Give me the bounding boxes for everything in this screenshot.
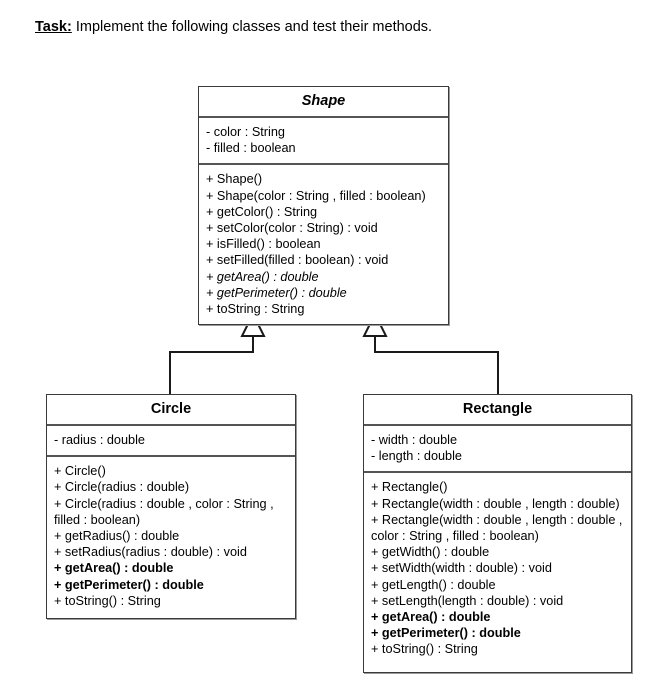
attribute-row: - color : String [206,125,285,139]
method-row: + setFilled(filled : boolean) : void [206,253,389,268]
task-label: Task: [35,19,72,35]
method-row: + setRadius(radius : double) : void [54,545,247,560]
method-row: + setWidth(width : double) : void [371,561,552,576]
class-title-circle: Circle [47,395,295,426]
method-row: + getPerimeter() : double [371,626,521,641]
method-row: + Rectangle(width : double , length : do… [371,512,623,544]
method-row: + getColor() : String [206,204,318,219]
method-row: + getPerimeter() : double [206,285,347,300]
method-row: + getLength() : double [371,577,496,592]
method-row: + toString : String [206,302,305,317]
class-title-shape: Shape [199,87,448,118]
method-row: + getArea() : double [54,561,174,576]
method-row: + Shape() [206,172,263,187]
method-row: + getWidth() : double [371,545,490,560]
uml-class-shape[interactable]: Shape - color : String - filled : boolea… [198,86,449,326]
method-row: + Rectangle(width : double , length : do… [371,496,620,511]
method-row: + getArea() : double [371,610,491,625]
class-methods-rectangle: + Rectangle() + Rectangle(width : double… [364,473,631,672]
method-row: + getPerimeter() : double [54,577,204,592]
generalization-line-circle [169,336,254,394]
attribute-row: - filled : boolean [206,141,296,156]
method-row: + Circle() [54,464,106,479]
class-attributes-circle: - radius : double [47,426,295,458]
class-attributes-shape: - color : String - filled : boolean [199,118,448,166]
method-row: + setLength(length : double) : void [371,593,564,608]
task-description: Implement the following classes and test… [71,19,433,35]
uml-class-circle[interactable]: Circle - radius : double + Circle() + Ci… [46,394,296,620]
method-row: + Circle(radius : double , color : Strin… [54,496,274,527]
method-row: + toString() : String [54,593,161,608]
method-row: + Circle(radius : double) [54,480,190,495]
method-row: + getArea() : double [206,269,319,284]
generalization-line-rectangle [374,336,499,394]
method-row: + toString() : String [371,642,478,657]
attribute-row: - radius : double [54,433,145,447]
method-row: + getRadius() : double [54,529,180,544]
class-attributes-rectangle: - width : double - length : double [364,426,631,474]
task-header: Task: Implement the following classes an… [35,17,432,37]
class-title-rectangle: Rectangle [364,395,631,426]
method-row: + setColor(color : String) : void [206,221,378,236]
attribute-row: - width : double [371,433,458,447]
uml-class-rectangle[interactable]: Rectangle - width : double - length : do… [363,394,632,674]
attribute-row: - length : double [371,449,462,464]
method-row: + Shape(color : String , filled : boolea… [206,188,426,203]
method-row: + Rectangle() [371,480,448,495]
class-methods-circle: + Circle() + Circle(radius : double) + C… [47,457,295,618]
method-row: + isFilled() : boolean [206,237,321,252]
class-methods-shape: + Shape() + Shape(color : String , fille… [199,165,448,324]
